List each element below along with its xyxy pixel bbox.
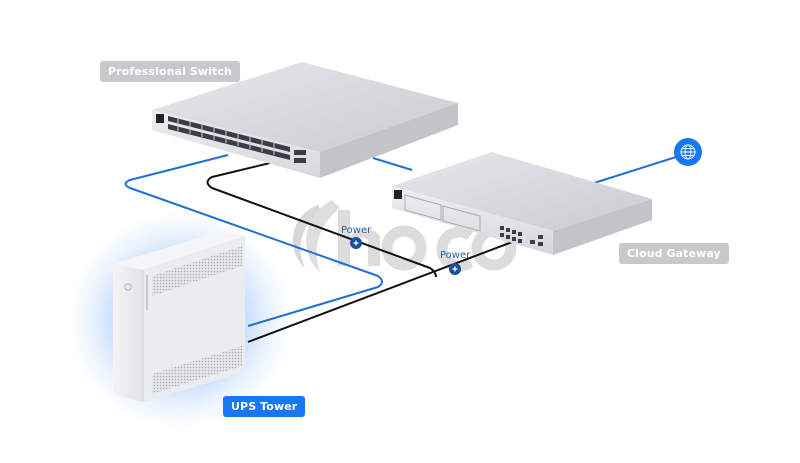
internet-node[interactable] (674, 138, 702, 166)
switch-ethernet-ports (168, 116, 290, 160)
power-marker-switch[interactable] (350, 237, 362, 249)
power-label-switch: Power (341, 225, 372, 236)
power-cable-switch (206, 162, 437, 278)
ups-status-strip (146, 275, 148, 310)
cloud-gateway-device[interactable] (392, 152, 652, 255)
power-cables (206, 162, 521, 343)
power-cable-gateway (247, 238, 521, 343)
cable-gateway-to-internet (593, 156, 677, 184)
professional-switch-device[interactable] (0, 0, 458, 178)
switch-sfp-ports (294, 150, 306, 163)
ups-tower-device[interactable] (113, 232, 245, 402)
gateway-power-port (394, 190, 402, 199)
power-label-gateway: Power (440, 250, 471, 261)
gateway-ethernet-ports (500, 226, 543, 246)
network-cables (124, 154, 677, 327)
power-marker-gateway[interactable] (449, 263, 461, 275)
ups-top-vent (152, 246, 242, 296)
gateway-drive-bays (404, 194, 481, 232)
ups-power-button[interactable] (124, 283, 132, 291)
switch-power-port (156, 114, 164, 123)
ups-tower-label: UPS Tower (223, 396, 306, 417)
cable-switch-to-ups (124, 154, 383, 327)
cable-switch-to-gateway (372, 157, 413, 171)
ups-bottom-vent (152, 346, 242, 394)
cloud-gateway-label: Cloud Gateway (619, 243, 729, 264)
professional-switch-label: Professional Switch (100, 61, 240, 82)
globe-icon (680, 144, 696, 160)
